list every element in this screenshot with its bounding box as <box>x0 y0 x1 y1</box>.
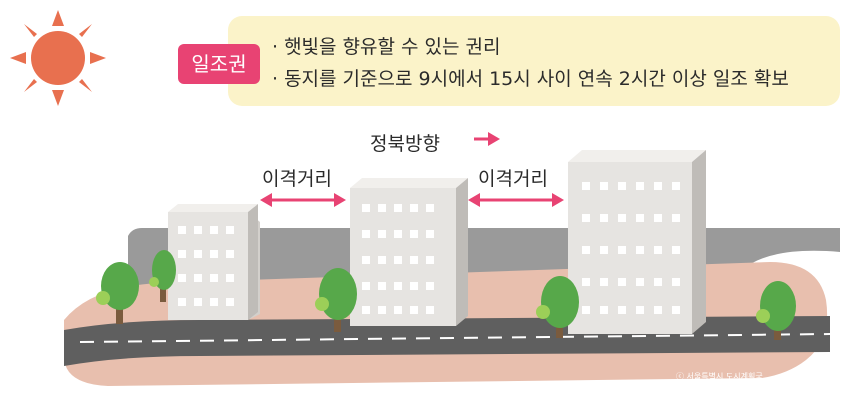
double-arrow-icon <box>260 193 346 207</box>
building-middle <box>350 178 468 326</box>
tree-icon <box>756 281 796 340</box>
tree-icon <box>536 276 579 338</box>
info-box <box>228 16 840 106</box>
sun-icon <box>10 10 106 106</box>
tree-icon <box>315 268 357 332</box>
distance-label-left: 이격거리 <box>262 168 332 190</box>
direction-label: 정북방향 <box>370 133 440 155</box>
building-short <box>168 204 260 320</box>
arrow-right-icon <box>474 132 500 146</box>
info-bullet: · 동지를 기준으로 9시에서 15시 사이 연속 2시간 이상 일조 확보 <box>272 68 789 90</box>
building-tall <box>568 150 706 334</box>
double-arrow-icon <box>468 193 564 207</box>
credit-text: ⓒ 서울특별시 도시계획국 <box>676 372 763 381</box>
info-bullet: · 햇빛을 향유할 수 있는 권리 <box>272 36 501 58</box>
distance-label-right: 이격거리 <box>478 168 548 190</box>
tree-icon <box>96 262 139 324</box>
tree-icon <box>149 250 176 302</box>
sunlight-right-badge: 일조권 <box>178 44 260 84</box>
